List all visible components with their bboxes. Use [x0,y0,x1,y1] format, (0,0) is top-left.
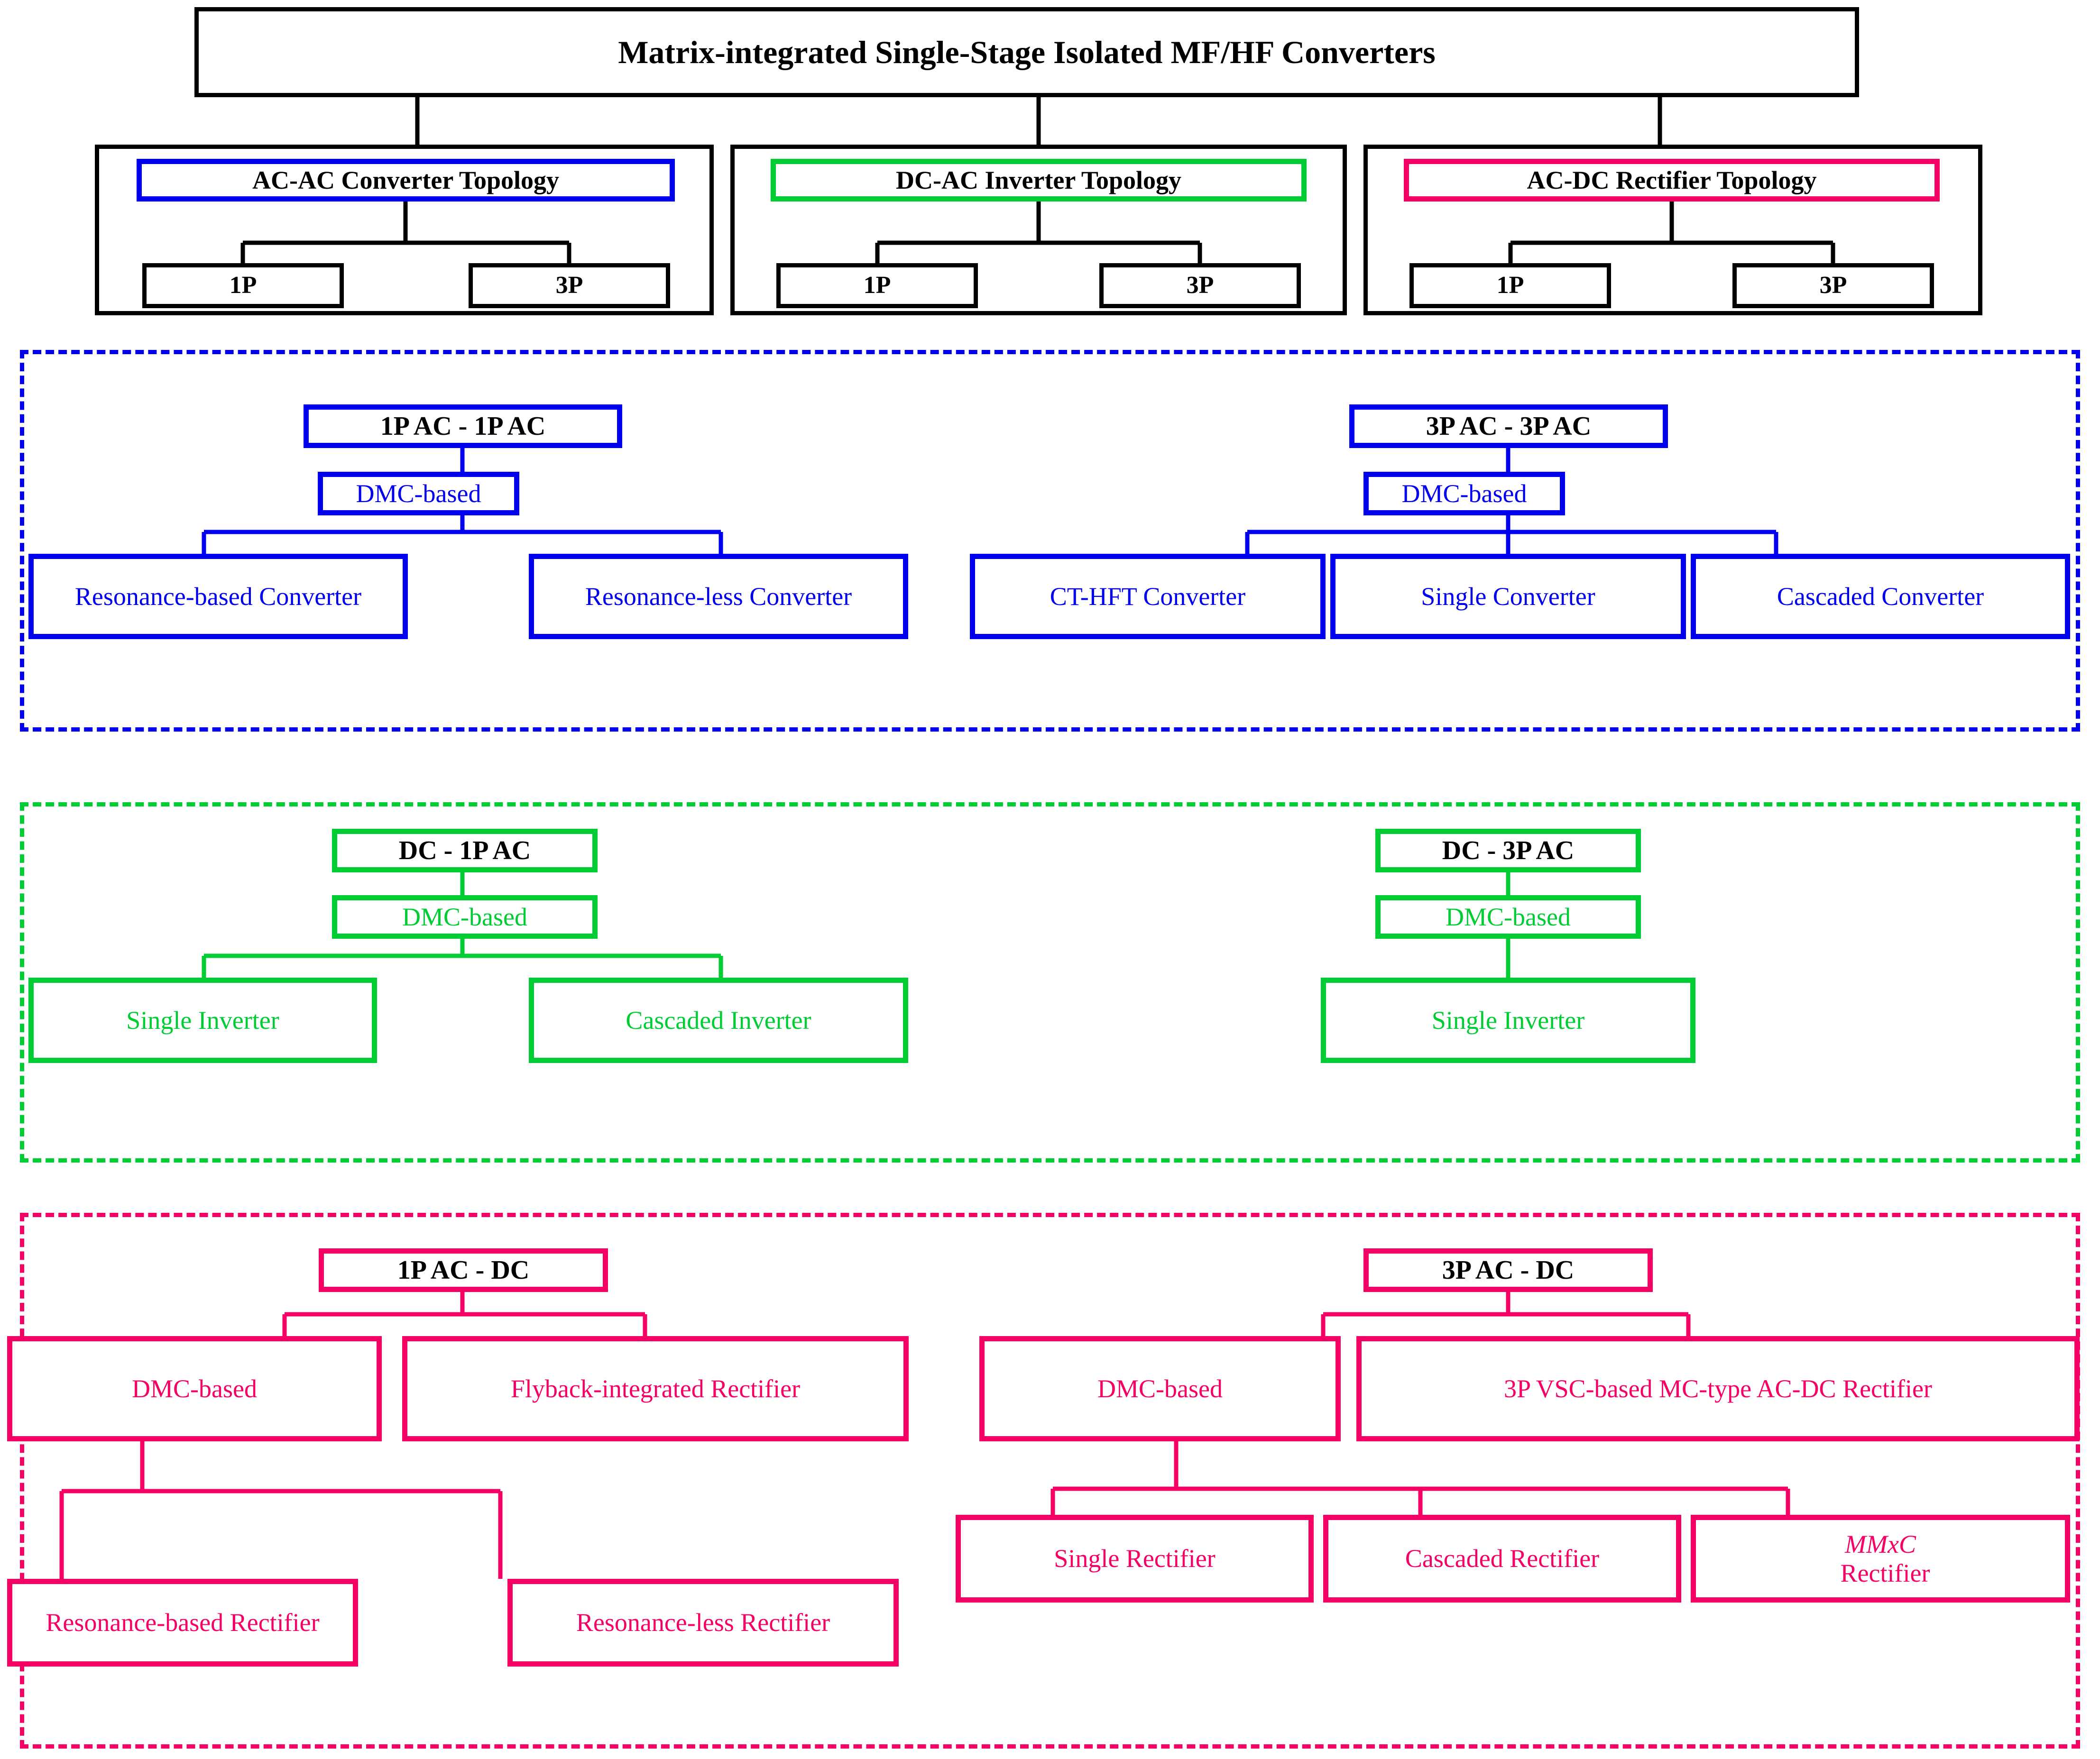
green-tree1-leaf-1-label: Single Inverter [126,1006,279,1035]
pink-tree1-root-label: 1P AC - DC [397,1255,530,1285]
pink-tree1-leaf-2[interactable]: Resonance-less Rectifier [507,1579,899,1667]
root-node[interactable]: Matrix-integrated Single-Stage Isolated … [194,7,1859,97]
root-node-label: Matrix-integrated Single-Stage Isolated … [618,34,1436,70]
pink-tree2-leaf-3-italic: MMxC [1845,1530,1916,1559]
topology-ac-ac-child-1p[interactable]: 1P [142,263,344,308]
topology-title-ac-ac[interactable]: AC-AC Converter Topology [137,159,675,202]
pink-tree1-root[interactable]: 1P AC - DC [319,1248,608,1292]
topology-ac-ac-child-1p-label: 1P [229,272,257,299]
green-tree1-leaf-2-label: Cascaded Inverter [626,1006,811,1035]
blue-tree2-leaf-3-label: Cascaded Converter [1777,582,1984,611]
blue-tree2-root-label: 3P AC - 3P AC [1426,411,1592,441]
topology-ac-dc-child-1p-label: 1P [1496,272,1524,299]
pink-tree2-root[interactable]: 3P AC - DC [1363,1248,1653,1292]
pink-tree2-leaf-2[interactable]: Cascaded Rectifier [1323,1515,1681,1603]
topology-title-ac-ac-label: AC-AC Converter Topology [252,165,559,194]
pink-tree2-leaf-3[interactable]: MMxC Rectifier [1691,1515,2070,1603]
pink-tree1-leaf-1-label: Resonance-based Rectifier [46,1608,320,1637]
blue-tree1-root-label: 1P AC - 1P AC [380,411,546,441]
topology-title-dc-ac[interactable]: DC-AC Inverter Topology [771,159,1307,202]
pink-tree2-mid-label: DMC-based [1097,1374,1223,1403]
section-panel-ac-ac [20,350,2080,732]
blue-tree1-leaf-1[interactable]: Resonance-based Converter [28,554,408,639]
pink-tree1-sibling[interactable]: Flyback-integrated Rectifier [402,1336,909,1441]
topology-dc-ac-child-3p-label: 3P [1186,272,1214,299]
pink-tree2-root-label: 3P AC - DC [1442,1255,1575,1285]
pink-tree1-leaf-1[interactable]: Resonance-based Rectifier [7,1579,358,1667]
topology-title-dc-ac-label: DC-AC Inverter Topology [895,165,1181,194]
blue-tree2-leaf-2[interactable]: Single Converter [1330,554,1686,639]
pink-tree1-mid-label: DMC-based [132,1374,257,1403]
topology-group-dc-ac [730,145,1347,315]
blue-tree1-leaf-2-label: Resonance-less Converter [585,582,852,611]
blue-tree1-leaf-2[interactable]: Resonance-less Converter [529,554,908,639]
green-tree1-leaf-1[interactable]: Single Inverter [28,978,377,1063]
pink-tree2-leaf-3-label: MMxC Rectifier [1696,1530,2065,1587]
topology-group-ac-ac [95,145,714,315]
blue-tree1-root[interactable]: 1P AC - 1P AC [304,404,622,448]
topology-dc-ac-child-1p[interactable]: 1P [776,263,978,308]
green-tree2-mid[interactable]: DMC-based [1375,895,1641,939]
blue-tree2-leaf-1-label: CT-HFT Converter [1050,582,1246,611]
topology-group-ac-dc [1363,145,1982,315]
pink-tree1-sibling-label: Flyback-integrated Rectifier [510,1374,801,1403]
blue-tree2-mid[interactable]: DMC-based [1363,472,1565,515]
pink-tree2-sibling-label: 3P VSC-based MC-type AC-DC Rectifier [1504,1374,1932,1403]
green-tree2-root-label: DC - 3P AC [1442,835,1575,865]
pink-tree2-leaf-1[interactable]: Single Rectifier [956,1515,1314,1603]
topology-dc-ac-child-1p-label: 1P [863,272,891,299]
blue-tree2-root[interactable]: 3P AC - 3P AC [1349,404,1668,448]
green-tree1-mid[interactable]: DMC-based [332,895,598,939]
topology-title-ac-dc-label: AC-DC Rectifier Topology [1527,165,1817,194]
topology-ac-ac-child-3p-label: 3P [555,272,583,299]
green-tree2-leaf-1-label: Single Inverter [1431,1006,1585,1035]
section-panel-ac-dc [20,1213,2080,1749]
section-panel-dc-ac [20,802,2080,1163]
blue-tree2-leaf-2-label: Single Converter [1421,582,1595,611]
topology-title-ac-dc[interactable]: AC-DC Rectifier Topology [1404,159,1940,202]
pink-tree1-leaf-2-label: Resonance-less Rectifier [576,1608,830,1637]
green-tree2-mid-label: DMC-based [1446,902,1571,931]
blue-tree2-leaf-1[interactable]: CT-HFT Converter [970,554,1326,639]
topology-dc-ac-child-3p[interactable]: 3P [1099,263,1301,308]
green-tree1-leaf-2[interactable]: Cascaded Inverter [529,978,908,1063]
green-tree1-root[interactable]: DC - 1P AC [332,829,598,872]
pink-tree2-sibling[interactable]: 3P VSC-based MC-type AC-DC Rectifier [1356,1336,2080,1441]
green-tree1-mid-label: DMC-based [402,902,527,931]
green-tree2-leaf-1[interactable]: Single Inverter [1321,978,1695,1063]
blue-tree2-mid-label: DMC-based [1401,479,1527,508]
pink-tree2-leaf-3-suffix: Rectifier [1840,1558,1930,1587]
topology-ac-dc-child-1p[interactable]: 1P [1409,263,1611,308]
green-tree2-root[interactable]: DC - 3P AC [1375,829,1641,872]
green-tree1-root-label: DC - 1P AC [398,835,531,865]
pink-tree1-mid[interactable]: DMC-based [7,1336,382,1441]
topology-ac-dc-child-3p[interactable]: 3P [1732,263,1934,308]
blue-tree1-mid[interactable]: DMC-based [318,472,519,515]
blue-tree2-leaf-3[interactable]: Cascaded Converter [1691,554,2070,639]
pink-tree2-leaf-2-label: Cascaded Rectifier [1405,1544,1600,1573]
pink-tree2-mid[interactable]: DMC-based [979,1336,1341,1441]
topology-ac-ac-child-3p[interactable]: 3P [469,263,670,308]
blue-tree1-mid-label: DMC-based [356,479,481,508]
pink-tree2-leaf-1-label: Single Rectifier [1054,1544,1216,1573]
topology-ac-dc-child-3p-label: 3P [1819,272,1847,299]
blue-tree1-leaf-1-label: Resonance-based Converter [74,582,362,611]
